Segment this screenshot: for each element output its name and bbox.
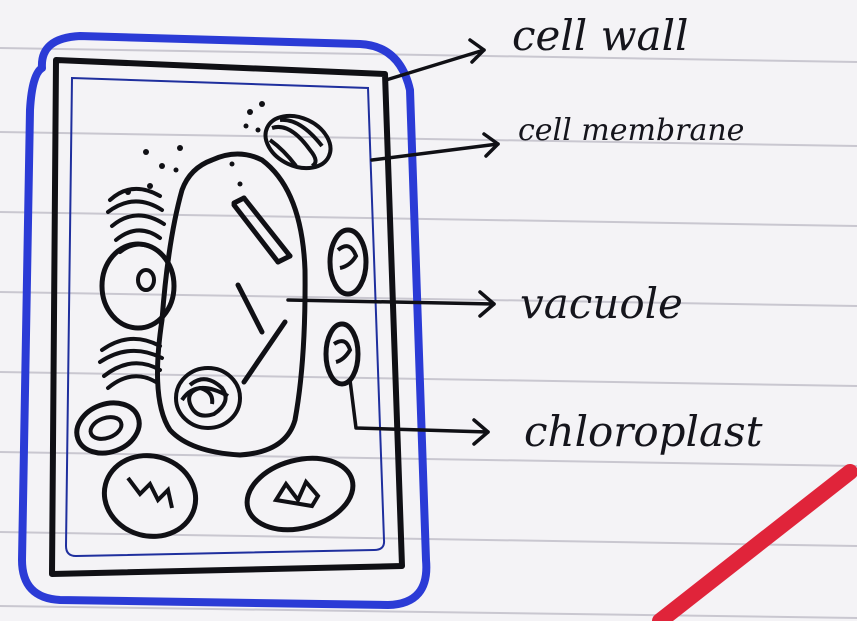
cell-membrane-label: cell membrane [518, 113, 744, 148]
cell-wall-label: cell wall [512, 11, 688, 60]
vacuole-label: vacuole [520, 279, 683, 328]
chloroplast-label: chloroplast [524, 407, 763, 456]
